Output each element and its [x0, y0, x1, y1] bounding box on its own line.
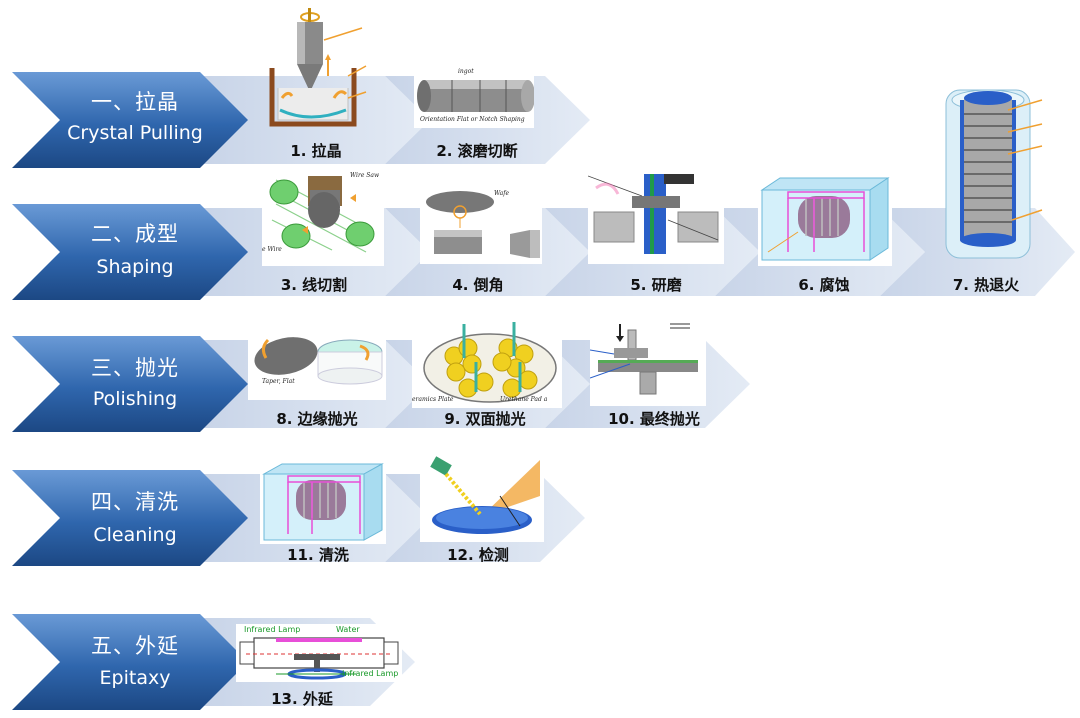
epitaxy-reactor-illustration	[236, 624, 402, 682]
crystal-puller-illustration	[269, 8, 367, 127]
step-9-label: 9. 双面抛光	[444, 410, 526, 428]
wire-saw-illustration	[262, 170, 384, 266]
stage-2-title: 二、成型	[91, 222, 179, 246]
orientation-caption: Orientation Flat or Notch Shaping	[420, 116, 525, 123]
urethane-caption: Urethane Pad a	[500, 396, 548, 403]
stage-1-title: 一、拉晶	[91, 90, 179, 114]
step-11-label: 11. 清洗	[287, 546, 349, 564]
cleaning-tank-illustration	[260, 460, 386, 544]
final-polishing-illustration	[590, 320, 706, 406]
lapping-illustration	[588, 160, 724, 264]
wire-caption: e Wire	[262, 246, 282, 253]
taper-caption: Taper, Flat	[262, 378, 295, 385]
step-8-label: 8. 边缘抛光	[276, 410, 358, 428]
stage-3-title: 三、抛光	[91, 356, 179, 380]
stage-4-title: 四、清洗	[91, 490, 179, 514]
step-13-label: 13. 外延	[271, 690, 333, 708]
inspection-illustration	[420, 456, 544, 542]
infrared-lamp-bottom-caption: Infrared Lamp	[342, 669, 399, 678]
etching-illustration	[758, 172, 892, 266]
stage-5-subtitle: Epitaxy	[99, 667, 171, 689]
step-5-label: 5. 研磨	[630, 276, 682, 294]
double-side-polishing-illustration	[412, 318, 562, 408]
wire-saw-caption: Wire Saw	[350, 172, 380, 179]
stage-5-title: 五、外延	[91, 634, 179, 658]
step-12-label: 12. 检测	[447, 546, 509, 564]
wafer-caption: Wafe	[494, 190, 509, 197]
step-10-label: 10. 最终抛光	[608, 410, 700, 428]
ceramics-caption: eramics Plate	[412, 396, 454, 403]
stage-chevron-2	[12, 204, 248, 300]
ingot-caption: ingot	[458, 68, 474, 75]
step-4-label: 4. 倒角	[452, 276, 504, 294]
stage-chevron-3	[12, 336, 248, 432]
stage-4-subtitle: Cleaning	[93, 524, 177, 546]
step-6-label: 6. 腐蚀	[798, 276, 850, 294]
step-7-label: 7. 热退火	[952, 276, 1020, 294]
stage-chevron-1	[12, 72, 248, 168]
stage-chevron-5	[12, 614, 248, 710]
step-2-label: 2. 滚磨切断	[436, 142, 518, 160]
stage-chevron-4	[12, 470, 248, 566]
edge-polishing-illustration	[248, 330, 386, 400]
annealing-furnace-illustration	[945, 89, 1043, 259]
stage-2-subtitle: Shaping	[96, 256, 174, 278]
edge-profiling-illustration	[420, 180, 542, 264]
stage-1-subtitle: Crystal Pulling	[67, 122, 203, 144]
step-1-label: 1. 拉晶	[290, 142, 342, 160]
infrared-lamp-top-caption: Infrared Lamp	[244, 625, 301, 634]
water-caption: Water	[336, 625, 360, 634]
stage-3-subtitle: Polishing	[92, 388, 178, 410]
ingot-grinding-illustration	[414, 66, 534, 128]
step-3-label: 3. 线切割	[280, 276, 348, 294]
